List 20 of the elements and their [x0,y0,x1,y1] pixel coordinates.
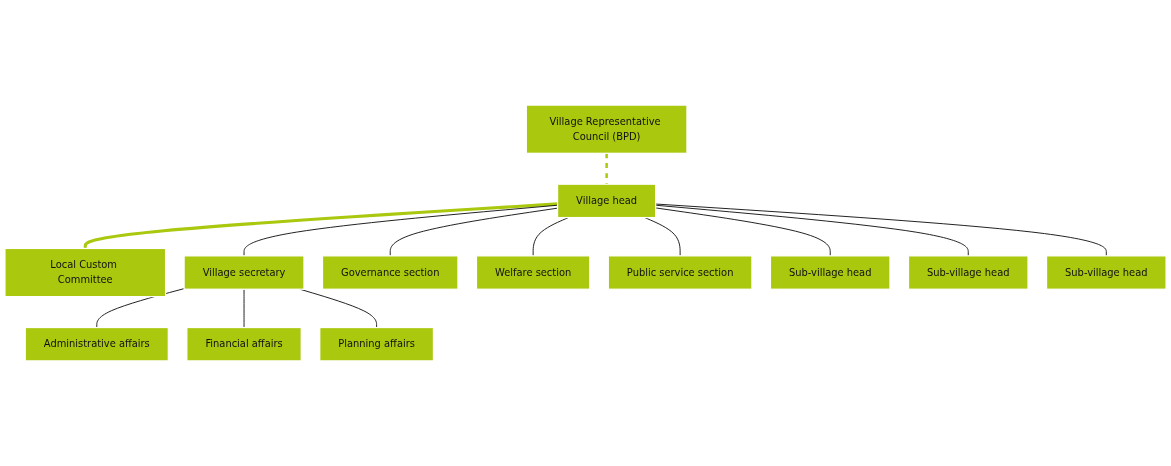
node-box: Village head [556,183,657,219]
node-box: Public service section [607,255,753,290]
node-box: Village Representative Council (BPD) [525,104,688,154]
node-box: Governance section [321,255,459,290]
node-box: Financial affairs [186,326,302,362]
connector [83,202,558,249]
connector [532,217,569,257]
node-box: Local Custom Committee [4,247,167,298]
node-box: Planning affairs [319,326,435,362]
connector [655,203,1107,257]
node-box: Welfare section [475,255,591,290]
node-box: Sub-village head [769,255,891,290]
connector [644,217,681,257]
node-box: Sub-village head [1045,255,1167,290]
node-box: Village secretary [183,255,305,290]
node-box: Administrative affairs [24,326,169,362]
connector [655,204,969,257]
node-box: Sub-village head [907,255,1029,290]
connector [96,288,185,328]
connector [655,207,831,257]
